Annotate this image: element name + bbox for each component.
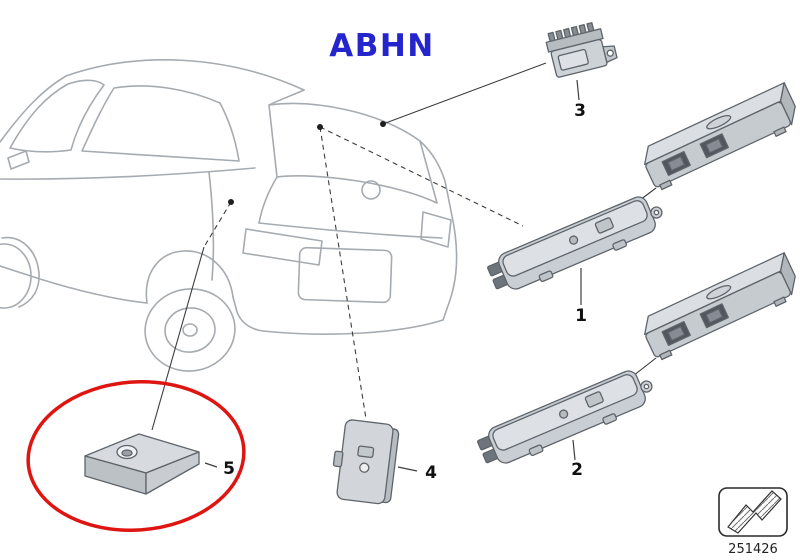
part-3-module[interactable]	[544, 19, 618, 78]
callout-line-5	[204, 462, 218, 468]
car-front-wheel-arch	[1, 236, 40, 308]
location-dots	[228, 121, 386, 205]
diagram-number: 251426	[728, 542, 778, 557]
legend-stamp	[718, 487, 788, 537]
amplifier-sideview-upper	[637, 82, 800, 193]
car-outline	[0, 59, 458, 372]
leader-to-part-5	[151, 246, 205, 431]
location-dot-roof-left	[317, 124, 323, 130]
fold-arrow-icon	[727, 490, 782, 534]
car-rocker-line	[0, 265, 148, 304]
car-door-seam	[208, 171, 215, 281]
location-dot-quarter-panel	[228, 199, 234, 205]
car-beltline	[0, 167, 256, 180]
car-front-side-window	[9, 79, 105, 153]
part-2-label[interactable]: 2	[571, 460, 583, 480]
car-roundel	[361, 180, 381, 200]
part-4-module[interactable]	[329, 418, 400, 505]
diagram-title: ABHN	[329, 28, 435, 64]
car-front-wheel	[0, 243, 32, 309]
part-3-label[interactable]: 3	[574, 101, 586, 121]
leader-to-part-5-upper	[203, 201, 232, 248]
highlight-ellipse	[26, 380, 246, 532]
location-dot-roof-right	[380, 121, 386, 127]
callout-line-2	[572, 439, 576, 461]
car-rear-window	[268, 102, 438, 204]
car-right-side	[419, 140, 458, 321]
leader-to-part-1	[319, 126, 524, 227]
leader-to-part-4	[319, 126, 367, 420]
car-rear-wheel-rim	[164, 307, 216, 353]
car-rear-side-window	[81, 85, 240, 162]
car-rear-wheel	[144, 288, 236, 372]
part-1-antenna-amplifier[interactable]	[484, 189, 670, 300]
callout-line-4	[397, 466, 418, 472]
car-rear-roof-corner	[268, 89, 305, 106]
car-mirror	[7, 150, 30, 170]
part-2-antenna-amplifier[interactable]	[474, 363, 660, 474]
car-right-taillight	[420, 211, 452, 248]
car-rear-wheel-hub	[182, 323, 198, 337]
car-c-pillar	[258, 176, 278, 224]
callout-lines	[204, 79, 582, 472]
part-5-mount[interactable]	[84, 433, 200, 495]
amplifier-sideview-lower	[637, 252, 800, 363]
part-4-label[interactable]: 4	[425, 463, 437, 483]
part-5-label[interactable]: 5	[223, 459, 235, 479]
part-1-label[interactable]: 1	[575, 306, 587, 326]
link-sideview-to-part-2	[632, 357, 657, 377]
leader-to-part-3	[382, 62, 547, 125]
car-roofline	[0, 59, 305, 143]
car-tailgate-crease	[258, 222, 443, 239]
callout-line-3	[576, 79, 580, 101]
car-rear-bumper	[232, 296, 444, 335]
car-license-plate	[297, 246, 393, 304]
car-left-taillight	[242, 228, 323, 266]
car-rear-wheel-arch	[145, 250, 234, 304]
